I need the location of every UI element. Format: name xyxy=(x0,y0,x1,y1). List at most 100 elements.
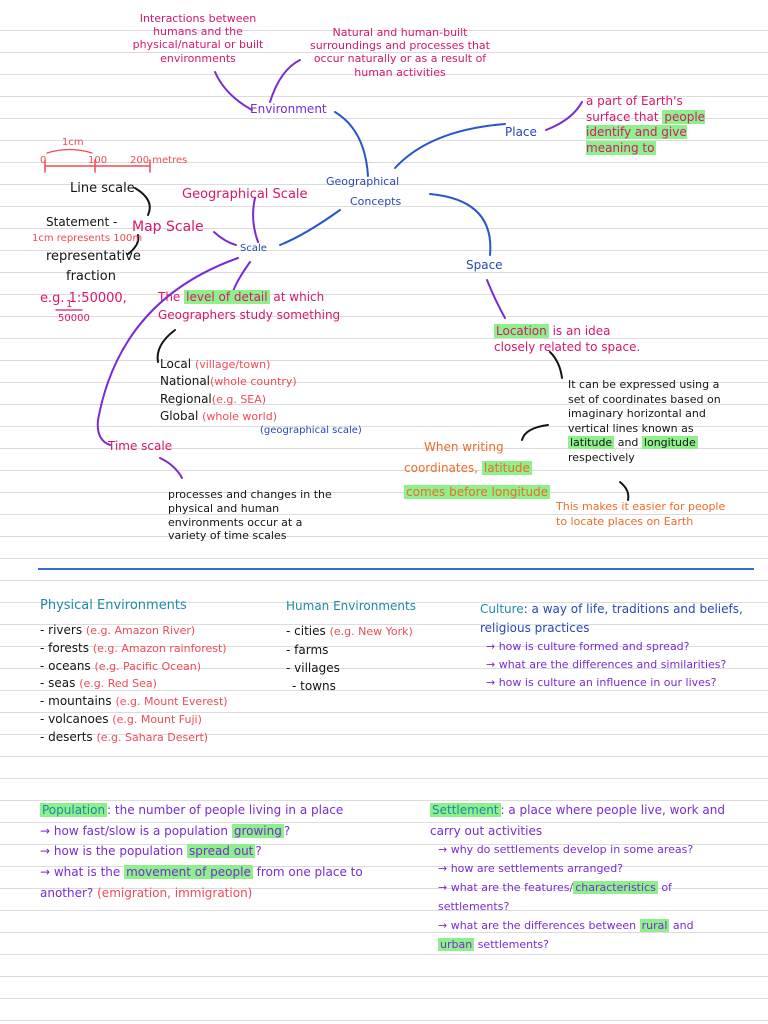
level-detail-highlight: level of detail xyxy=(184,290,270,304)
connector-geo-scale xyxy=(279,209,341,246)
rf-fraction-bottom: 50000 xyxy=(58,313,90,324)
connector-map-rf xyxy=(127,234,140,255)
location-highlight: Location xyxy=(494,324,549,338)
scale-bar xyxy=(44,159,151,173)
longitude-highlight: longitude xyxy=(641,436,698,450)
rf-fraction-top: 1 xyxy=(66,299,73,310)
statement-label: Statement - xyxy=(46,215,118,229)
connector-scale-mapscale xyxy=(213,231,237,246)
list-item: - mountains (e.g. Mount Everest) xyxy=(40,694,228,708)
population-question: → how is the population spread out? xyxy=(40,844,262,859)
list-item: - forests (e.g. Amazon rainforest) xyxy=(40,640,227,655)
settlement-definition: Settlement: a place where people live, w… xyxy=(430,803,726,838)
line-scale-label: Line scale xyxy=(70,181,135,196)
scale-item: National(whole country) xyxy=(160,374,297,389)
population-question: → what is the movement of people from on… xyxy=(40,864,363,900)
geographical-scale-label: Geographical Scale xyxy=(182,187,308,202)
connector-space-location xyxy=(486,279,506,319)
settlement-block: Settlement: a place where people live, w… xyxy=(430,800,730,955)
settlement-question: → what are the differences between rural… xyxy=(438,918,694,951)
connector-geo-space xyxy=(429,193,492,256)
writing-coords-line1: When writing xyxy=(424,440,504,454)
culture-question: → what are the differences and similarit… xyxy=(486,657,727,671)
culture-title: Culture xyxy=(480,602,524,616)
coords-note: It can be expressed using a set of coord… xyxy=(568,378,721,464)
scales-list: Local (village/town) National(whole coun… xyxy=(160,356,360,426)
rf-line1: representative xyxy=(46,249,141,264)
scale-item: Regional(e.g. SEA) xyxy=(160,391,267,406)
geo-concepts-line2: Concepts xyxy=(350,195,402,208)
connector-writing-easier xyxy=(619,481,630,501)
connector-map-line xyxy=(134,187,151,216)
geo-scales-note: (geographical scale) xyxy=(260,425,362,436)
writing-coords-line3: comes before longitude xyxy=(404,485,551,499)
list-item: - villages xyxy=(286,660,340,675)
culture-definition: Culture: a way of life, traditions and b… xyxy=(480,602,743,636)
settlement-question: → how are settlements arranged? xyxy=(438,862,624,876)
connector-env-geo xyxy=(334,111,369,177)
culture-block: Culture: a way of life, traditions and b… xyxy=(480,600,752,691)
settlement-question: → why do settlements develop in some are… xyxy=(438,843,694,857)
map-scale-label: Map Scale xyxy=(132,219,204,235)
writing-coords-line2: coordinates, latitude xyxy=(404,461,532,475)
comes-before-highlight: comes before longitude xyxy=(404,485,551,499)
statement-example: 1cm represents 100m xyxy=(32,233,143,244)
list-item: - towns xyxy=(292,678,336,693)
level-detail-pre: The xyxy=(158,290,185,304)
physical-title: Physical Environments xyxy=(40,598,187,613)
connector-timescale-desc xyxy=(159,457,183,479)
interactions-note: Interactions between humans and the phys… xyxy=(132,12,264,65)
level-detail-line2: Geographers study something xyxy=(158,308,341,322)
scale-bar-brace xyxy=(46,148,93,154)
place-label: Place xyxy=(505,125,537,139)
population-question: → how fast/slow is a population growing? xyxy=(40,823,291,838)
list-item: - oceans (e.g. Pacific Ocean) xyxy=(40,658,201,673)
settlement-title: Settlement xyxy=(430,803,501,817)
location-note: Location is an idea closely related to s… xyxy=(494,324,654,355)
scale-item: Global (whole world) xyxy=(160,409,277,424)
connector-scale-timescale xyxy=(96,257,239,446)
geo-concepts-line1: Geographical xyxy=(326,175,400,188)
easier-note: This makes it easier for people to locat… xyxy=(556,500,726,528)
list-item: - deserts (e.g. Sahara Desert) xyxy=(40,729,209,744)
population-definition: Population: the number of people living … xyxy=(40,803,344,817)
list-item: - rivers (e.g. Amazon River) xyxy=(40,623,196,637)
list-item: - volcanoes (e.g. Mount Fuji) xyxy=(40,711,202,726)
settlement-question: → what are the features/characteristics … xyxy=(438,881,672,913)
scale-label: Scale xyxy=(240,243,267,254)
population-title: Population xyxy=(40,803,108,817)
latitude-highlight: latitude xyxy=(568,436,615,450)
space-label: Space xyxy=(466,258,503,272)
time-scale-label: Time scale xyxy=(108,439,173,453)
connector-place-def xyxy=(545,101,583,131)
human-list: - cities (e.g. New York) - farms - villa… xyxy=(286,622,466,695)
connector-place-geo xyxy=(394,123,506,169)
rf-line2: fraction xyxy=(66,269,116,284)
time-scale-desc: processes and changes in the physical an… xyxy=(168,488,332,543)
scale-bar-tick-100: 100 xyxy=(88,155,108,166)
natural-human-note: Natural and human-built surroundings and… xyxy=(309,26,490,79)
culture-question: → how is culture formed and spread? xyxy=(486,640,690,654)
level-detail-post: at which xyxy=(269,290,325,304)
culture-question: → how is culture an influence in our liv… xyxy=(486,675,717,689)
location-post: is an idea closely related to space. xyxy=(494,324,641,354)
section-divider xyxy=(38,568,754,570)
physical-list: - rivers (e.g. Amazon River) - forests (… xyxy=(40,622,280,746)
level-detail-line1: The level of detail at which xyxy=(158,290,325,304)
rf-example: e.g. 1:50000, xyxy=(40,291,127,306)
writing-latitude-highlight: latitude xyxy=(481,461,532,475)
connector-scale-geoscale xyxy=(252,197,259,243)
connector-coords-writing xyxy=(521,424,549,441)
list-item: - seas (e.g. Red Sea) xyxy=(40,676,157,691)
scale-item: Local (village/town) xyxy=(160,357,271,371)
connector-natural xyxy=(269,59,301,103)
connector-location-coords xyxy=(549,351,563,379)
list-item: - cities (e.g. New York) xyxy=(286,624,413,638)
scale-bar-tick-0: 0 xyxy=(40,155,47,166)
human-title: Human Environments xyxy=(286,599,416,613)
place-definition: a part of Earth's surface that people id… xyxy=(586,94,716,156)
connector-level-local xyxy=(156,329,176,363)
